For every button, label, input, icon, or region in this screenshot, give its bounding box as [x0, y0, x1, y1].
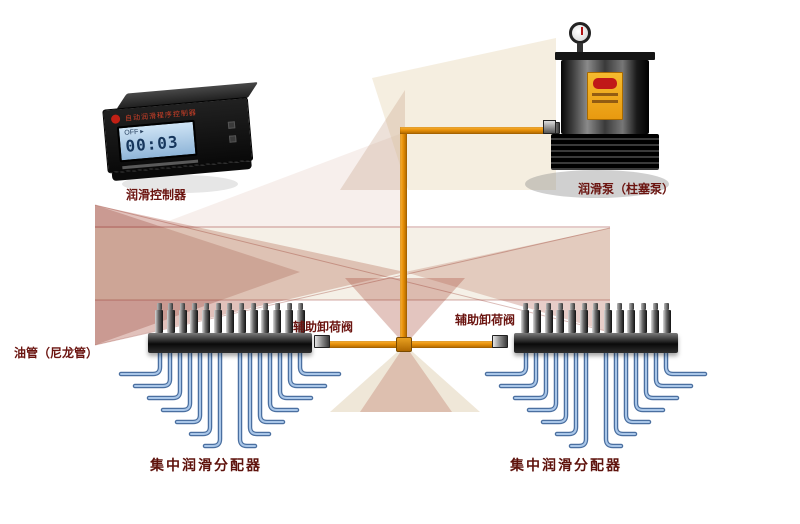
- sticker-text-line: [592, 100, 618, 103]
- brand-logo-icon: [110, 114, 121, 125]
- grease-valve-port: [521, 303, 529, 333]
- aux-unload-valve-label-left: 辅助卸荷阀: [293, 320, 354, 334]
- grease-valve-port: [296, 303, 305, 333]
- grease-valve-port: [603, 303, 612, 333]
- tube-bundle-right: [476, 353, 716, 453]
- grease-valve-port: [651, 303, 660, 333]
- grease-valve-port: [615, 303, 624, 333]
- main-supply-pipe-vertical: [400, 127, 407, 348]
- grease-valve-port: [155, 303, 163, 333]
- lubrication-pump: [543, 22, 665, 178]
- pump-outlet-port: [543, 120, 556, 134]
- pump-label-sticker: [587, 72, 623, 120]
- grease-valve-port: [190, 303, 199, 333]
- pump-top-plate: [555, 52, 655, 60]
- aux-unload-valve-left: [314, 335, 330, 348]
- panel-button: [227, 121, 236, 129]
- pump-label: 润滑泵（柱塞泵）: [578, 182, 675, 196]
- lubrication-controller: 自动润滑程序控制器 OFF ▸ 00:03: [101, 82, 261, 195]
- pump-motor-base: [551, 134, 659, 170]
- distributor-label-right: 集中润滑分配器: [510, 457, 622, 473]
- pipe-junction: [396, 337, 412, 352]
- grease-valve-port: [285, 303, 294, 333]
- oil-pipe-label: 油管（尼龙管）: [14, 346, 99, 360]
- lcd-time-value: 00:03: [124, 132, 180, 157]
- pump-reservoir: [561, 60, 649, 134]
- grease-valve-port: [662, 303, 671, 333]
- grease-valve-port: [532, 303, 541, 333]
- grease-valve-port: [591, 303, 600, 333]
- grease-valve-port: [556, 303, 565, 333]
- grease-valve-port: [544, 303, 553, 333]
- grease-valve-port: [627, 303, 636, 333]
- manifold-bar: [148, 333, 312, 353]
- tube-bundle-left: [110, 353, 350, 453]
- aux-unload-valve-label-right: 辅助卸荷阀: [455, 313, 516, 327]
- pressure-gauge-icon: [569, 22, 591, 44]
- panel-button: [228, 135, 237, 143]
- controller-label: 润滑控制器: [126, 188, 187, 202]
- distributor-unit-left: [148, 303, 312, 353]
- grease-valve-port: [580, 303, 589, 333]
- pump-brand-logo-icon: [593, 78, 617, 89]
- valve-bank: [521, 303, 671, 333]
- grease-valve-port: [639, 303, 648, 333]
- grease-valve-port: [261, 303, 270, 333]
- lcd-display: OFF ▸ 00:03: [116, 119, 198, 163]
- aux-unload-valve-right: [492, 335, 508, 348]
- grease-valve-port: [237, 303, 246, 333]
- grease-valve-port: [249, 303, 258, 333]
- grease-valve-port: [225, 303, 234, 333]
- valve-bank: [155, 303, 305, 333]
- grease-valve-port: [273, 303, 282, 333]
- grease-valve-port: [202, 303, 211, 333]
- grease-valve-port: [214, 303, 223, 333]
- grease-valve-port: [178, 303, 187, 333]
- grease-valve-port: [166, 303, 175, 333]
- sticker-text-line: [592, 93, 618, 96]
- distributor-label-left: 集中润滑分配器: [150, 457, 262, 473]
- distributor-unit-right: [514, 303, 678, 353]
- manifold-bar: [514, 333, 678, 353]
- gauge-stem: [577, 43, 583, 54]
- grease-valve-port: [568, 303, 577, 333]
- pump-outlet-pipe: [400, 127, 557, 134]
